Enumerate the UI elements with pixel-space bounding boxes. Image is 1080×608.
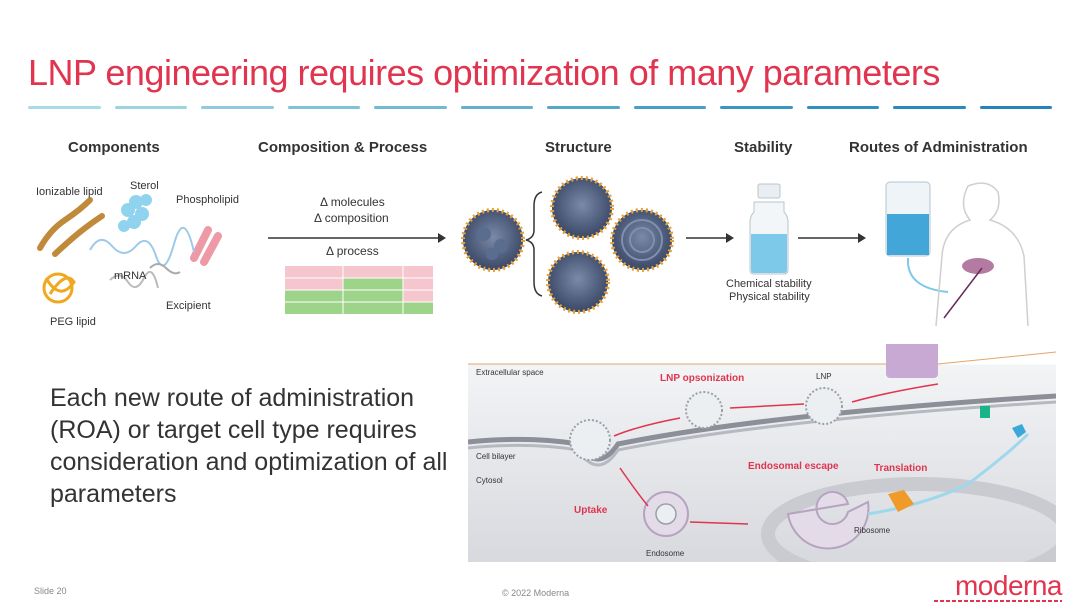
moderna-logo: moderna <box>954 570 1063 601</box>
label-cell-bilayer: Cell bilayer <box>476 452 516 461</box>
label-mrna: mRNA <box>114 270 147 282</box>
label-delta-composition: Δ composition <box>314 211 389 225</box>
copyright: © 2022 Moderna <box>502 588 570 598</box>
process-arrow <box>268 233 446 243</box>
structure-arrow <box>686 233 734 243</box>
label-translation: Translation <box>874 463 928 474</box>
cell-diagram <box>468 344 1056 562</box>
label-opsonization: LNP opsonization <box>660 373 745 384</box>
label-excipient: Excipient <box>166 300 211 312</box>
label-ionizable-lipid: Ionizable lipid <box>36 186 103 198</box>
logo-underline <box>934 600 1062 602</box>
components-illustration <box>37 194 222 304</box>
stability-arrow <box>798 233 866 243</box>
label-cytosol: Cytosol <box>476 476 503 485</box>
label-physical-stability: Physical stability <box>729 291 810 303</box>
label-uptake: Uptake <box>574 505 608 516</box>
label-peg-lipid: PEG lipid <box>50 316 96 328</box>
slide-title: LNP engineering requires optimization of… <box>28 52 940 93</box>
title-divider <box>28 106 1052 110</box>
label-endosome: Endosome <box>646 549 685 558</box>
label-chemical-stability: Chemical stability <box>726 278 812 290</box>
header-routes: Routes of Administration <box>849 139 1028 156</box>
body-text: Each new route of administration (ROA) o… <box>50 384 448 508</box>
label-delta-process: Δ process <box>326 244 379 258</box>
header-composition: Composition & Process <box>258 139 428 156</box>
header-components: Components <box>68 139 160 156</box>
label-sterol: Sterol <box>130 180 159 192</box>
vial-icon <box>749 183 789 275</box>
label-extracellular: Extracellular space <box>476 368 544 377</box>
label-endosomal-escape: Endosomal escape <box>748 461 839 472</box>
header-structure: Structure <box>545 139 612 156</box>
slide-number: Slide 20 <box>34 586 67 596</box>
process-grid <box>285 266 433 314</box>
lnp-structures <box>461 176 674 314</box>
label-ribosome: Ribosome <box>854 526 891 535</box>
routes-illustration <box>885 181 1029 326</box>
label-delta-molecules: Δ molecules <box>320 195 385 209</box>
label-lnp: LNP <box>816 372 832 381</box>
label-phospholipid: Phospholipid <box>176 194 239 206</box>
header-stability: Stability <box>734 139 793 156</box>
